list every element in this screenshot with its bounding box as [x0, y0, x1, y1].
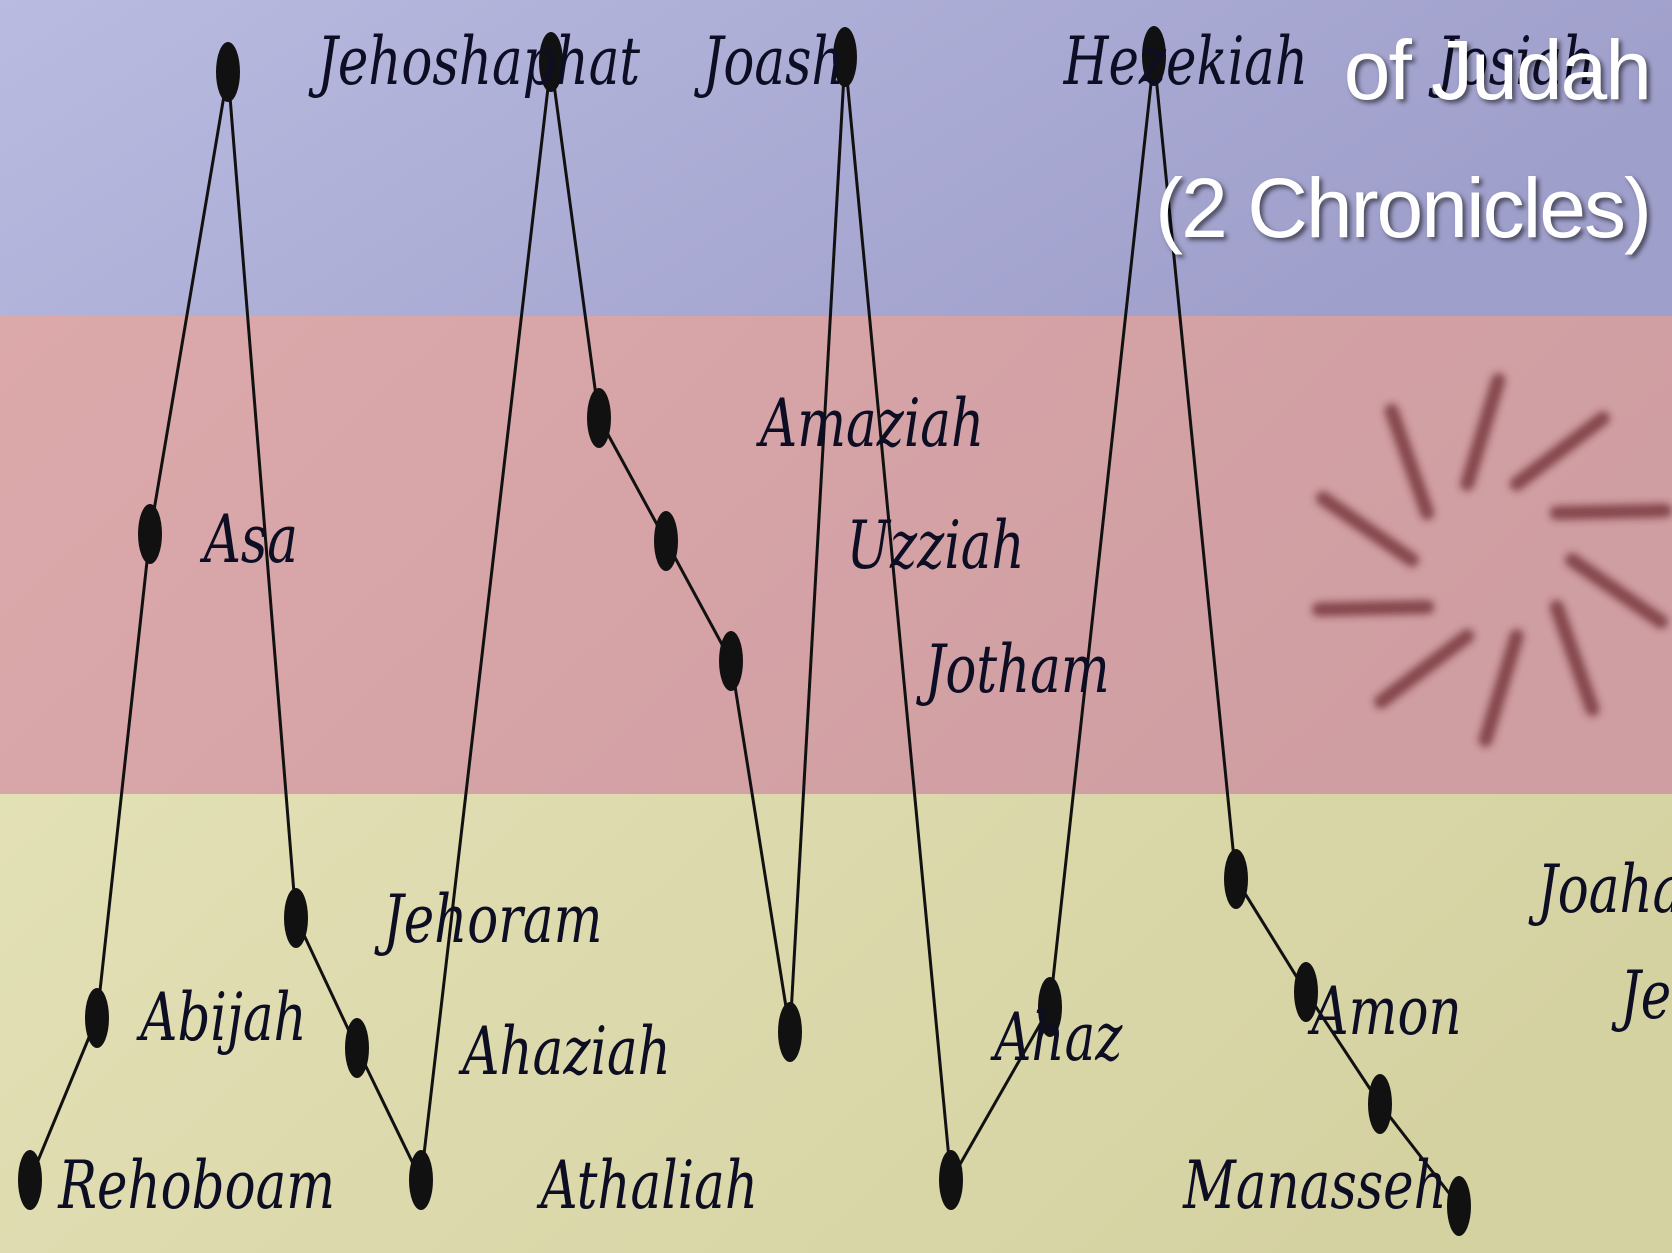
succession-link — [228, 72, 296, 918]
king-label-uzziah: Uzziah — [847, 507, 1025, 584]
king-label-ahaziah: Ahaziah — [458, 1013, 671, 1090]
king-label-amaziah: Amaziah — [756, 385, 984, 462]
king-label-jehoiakim: Jehoiakim — [1611, 957, 1672, 1034]
king-label-joahaz: Joahaz — [1528, 851, 1672, 928]
king-marker-asa — [138, 504, 162, 564]
king-label-manasseh: Manasseh — [1182, 1147, 1447, 1224]
king-marker-joahaz — [1224, 849, 1248, 909]
king-marker-rehoboam — [18, 1150, 42, 1210]
king-marker-abijah — [85, 988, 109, 1048]
king-marker-zedekiah — [1447, 1176, 1471, 1236]
king-label-ahaz: Ahaz — [990, 999, 1123, 1076]
king-marker-jotham — [719, 631, 743, 691]
succession-link — [357, 1048, 421, 1180]
title-line-1: of Judah — [1344, 22, 1650, 119]
succession-link — [551, 62, 599, 418]
king-marker-uzziah — [654, 511, 678, 571]
king-marker-jehoshaphat — [216, 42, 240, 102]
king-marker-manasseh — [939, 1150, 963, 1210]
succession-link — [599, 418, 666, 541]
king-label-abijah: Abijah — [136, 979, 307, 1056]
king-marker-ahaz — [778, 1002, 802, 1062]
king-label-jotham: Jotham — [916, 631, 1110, 708]
king-marker-amaziah — [587, 388, 611, 448]
king-label-rehoboam: Rehoboam — [57, 1147, 335, 1224]
king-marker-athaliah — [409, 1150, 433, 1210]
succession-link — [666, 541, 731, 661]
succession-link — [790, 57, 845, 1032]
succession-link — [845, 57, 951, 1180]
title-line-2: (2 Chronicles) — [1155, 160, 1650, 257]
succession-link — [731, 661, 790, 1032]
king-marker-ahaziah — [345, 1018, 369, 1078]
king-label-jehoshaphat: Jehoshaphat — [308, 23, 640, 100]
king-label-hezekiah: Hezekiah — [1063, 23, 1308, 100]
king-label-joash: Joash — [694, 23, 845, 100]
succession-link — [1236, 879, 1306, 992]
king-label-athaliah: Athaliah — [536, 1147, 758, 1224]
king-label-jehoram: Jehoram — [374, 881, 602, 958]
king-label-asa: Asa — [199, 501, 298, 578]
succession-link — [1050, 56, 1154, 1007]
king-marker-jehoiachin — [1368, 1074, 1392, 1134]
king-label-amon: Amon — [1307, 973, 1461, 1050]
succession-link — [97, 534, 150, 1018]
king-marker-jehoram — [284, 888, 308, 948]
succession-link — [150, 72, 228, 534]
